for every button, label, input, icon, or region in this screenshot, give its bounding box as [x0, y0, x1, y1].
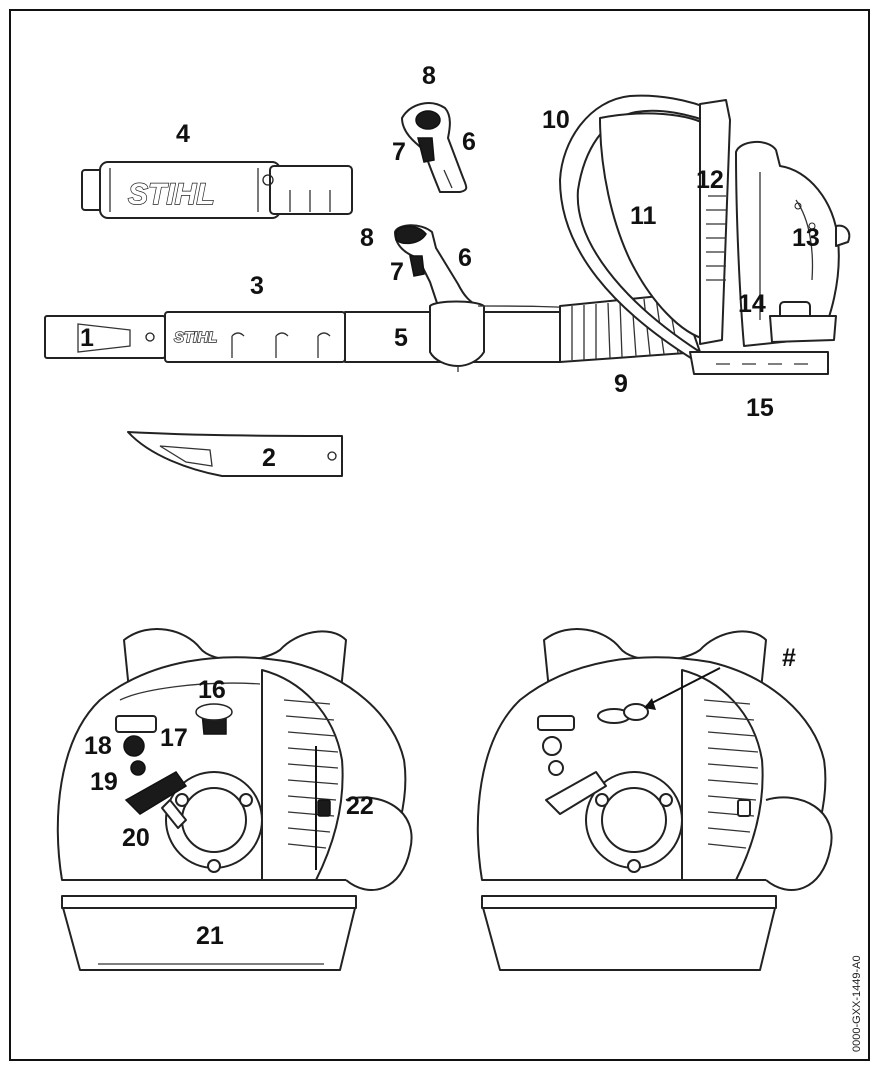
unit-front-view-left — [56, 627, 413, 971]
callout-7-mid: 7 — [390, 258, 404, 286]
callout-5: 5 — [394, 324, 408, 352]
callout-9: 9 — [614, 370, 628, 398]
control-handle-detail — [401, 102, 468, 193]
callout-16: 16 — [198, 676, 226, 704]
callout-15: 15 — [746, 394, 774, 422]
muffler-logo: STIHL — [128, 178, 215, 211]
callout-4: 4 — [176, 120, 190, 148]
callout-1: 1 — [80, 324, 94, 352]
callout-10: 10 — [542, 106, 570, 134]
callout-2: 2 — [262, 444, 276, 472]
callout-19: 19 — [90, 768, 118, 796]
figure-code: 0000-GXX-1449-A0 — [851, 955, 863, 1052]
part-3-blower-tube: STIHL — [164, 311, 346, 363]
callout-11: 11 — [630, 202, 657, 230]
callout-3: 3 — [250, 272, 264, 300]
callout-hash: # — [782, 644, 796, 672]
callout-18: 18 — [84, 732, 112, 760]
callout-14: 14 — [738, 290, 766, 318]
callout-6-upper: 6 — [462, 128, 476, 156]
callout-17: 17 — [160, 724, 188, 752]
callout-22: 22 — [346, 792, 374, 820]
callout-20: 20 — [122, 824, 150, 852]
callout-8-upper: 8 — [422, 62, 436, 90]
unit-front-view-right — [476, 627, 833, 971]
part-1-nozzle — [44, 315, 166, 359]
part-5-tube — [344, 300, 601, 372]
callout-12: 12 — [696, 166, 724, 194]
figure-border — [9, 9, 870, 1061]
tube-logo: STIHL — [174, 329, 217, 346]
callout-labels: 4 8 7 6 10 12 11 13 8 7 6 3 14 1 5 9 15 … — [80, 62, 820, 950]
backpack-unit — [559, 94, 851, 375]
handle-on-tube — [394, 224, 479, 313]
part-2-curved-nozzle — [127, 431, 343, 477]
part-4-deflector: STIHL — [81, 161, 353, 219]
callout-21: 21 — [196, 922, 224, 950]
callout-8-mid: 8 — [360, 224, 374, 252]
callout-6-mid: 6 — [458, 244, 472, 272]
callout-7-upper: 7 — [392, 138, 406, 166]
callout-13: 13 — [792, 224, 820, 252]
